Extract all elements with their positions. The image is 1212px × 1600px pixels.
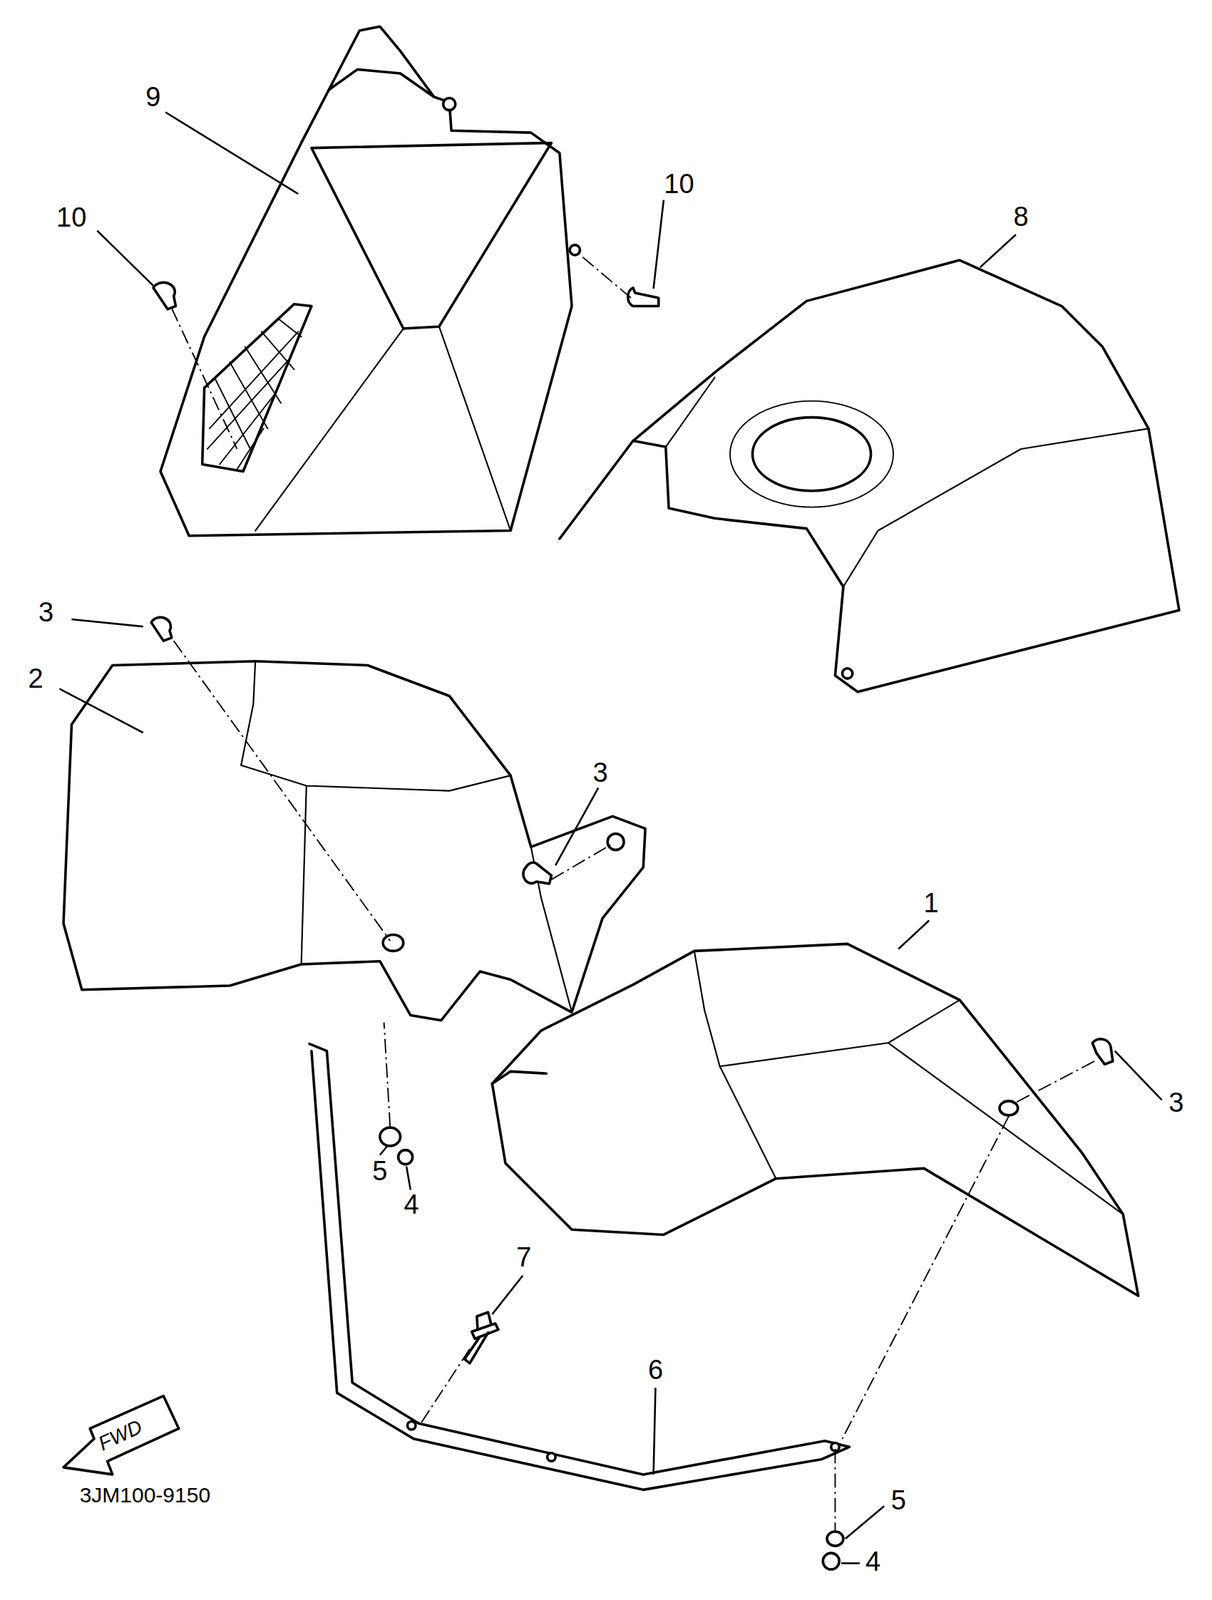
callout-number: 3 [590,757,611,788]
callout-number: 8 [1010,201,1032,232]
callout-number: 10 [660,168,697,199]
forward-arrow [63,1396,179,1476]
callout-number: 6 [645,1355,666,1386]
drawing-code: 3JM100-9150 [76,1483,214,1508]
leader-lines [59,111,1162,1564]
callout-number: 5 [888,1485,909,1516]
callout-number: 4 [401,1189,423,1220]
rear-fender [491,943,1138,1297]
alignment-lines [171,253,1095,1532]
front-cover [160,26,580,536]
fender-stay [309,1044,850,1491]
fasteners [151,282,1113,1570]
callout-number: 10 [53,202,90,233]
tank-cover [559,260,1180,693]
callout-number: 2 [25,663,47,694]
callout-number: 7 [513,1242,534,1273]
callout-number: 3 [35,597,57,628]
callout-number: 1 [921,888,942,919]
callout-number: 5 [369,1156,390,1187]
callout-number: 9 [142,81,164,112]
front-fender [63,661,646,1021]
callout-number: 4 [862,1547,884,1578]
callout-number: 3 [1165,1087,1187,1118]
